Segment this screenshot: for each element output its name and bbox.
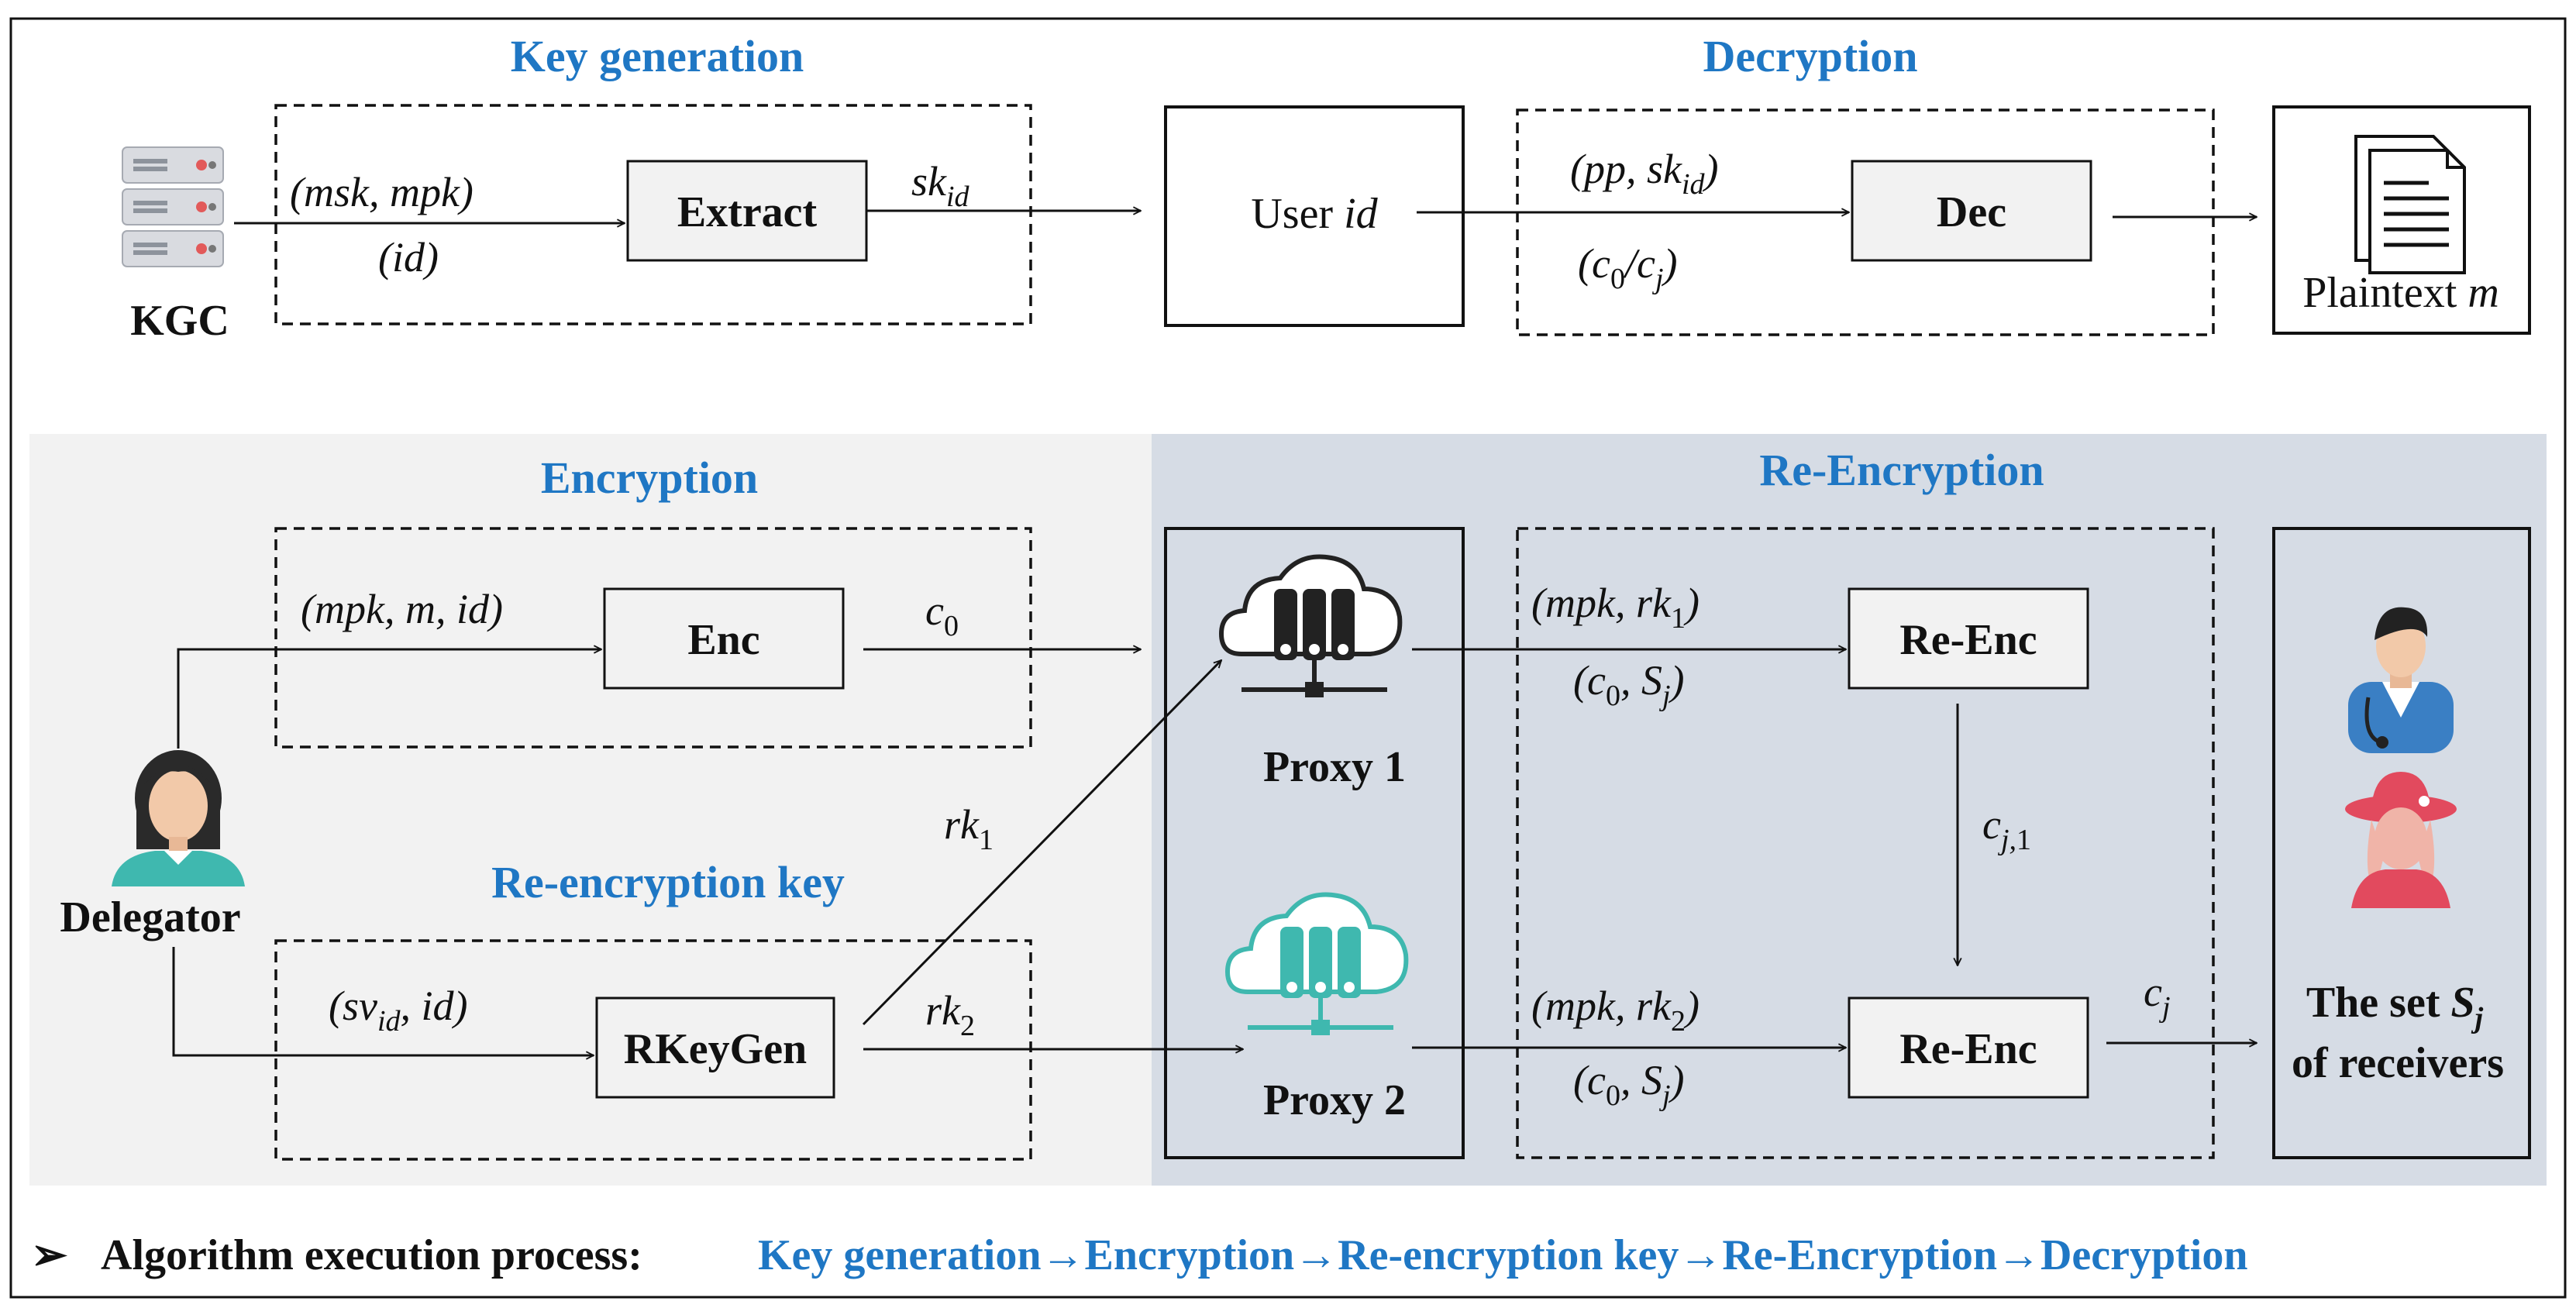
proxy-column-box bbox=[1164, 527, 1465, 1159]
section-title-encryption: Encryption bbox=[541, 453, 758, 503]
re-encryption-region bbox=[1516, 527, 2215, 1159]
footer-bullet: ➢ bbox=[31, 1231, 68, 1279]
delegator-label: Delegator bbox=[60, 893, 240, 941]
dec-box bbox=[1851, 160, 2092, 262]
receivers-label-line2: of receivers bbox=[2292, 1039, 2504, 1087]
footer-sequence: Key generation→Encryption→Re-encryption … bbox=[758, 1231, 2247, 1279]
cloud-server-icon bbox=[1218, 554, 1403, 697]
dec-label: Dec bbox=[1937, 188, 2006, 236]
key-generation-region bbox=[274, 104, 1032, 325]
doctor-icon bbox=[2348, 607, 2454, 753]
section-title-decryption: Decryption bbox=[1703, 31, 1917, 81]
rkeygen-box bbox=[595, 996, 835, 1099]
encryption-region bbox=[274, 527, 1032, 749]
receivers-box bbox=[2272, 527, 2531, 1159]
delegator-icon bbox=[112, 750, 245, 886]
arrow-delegator-to-enc bbox=[177, 649, 601, 749]
kgc-label: KGC bbox=[130, 297, 229, 345]
section-title-key-generation: Key generation bbox=[511, 31, 804, 81]
extract-label: Extract bbox=[677, 188, 818, 236]
label-mpk-m-id: (mpk, m, id) bbox=[301, 586, 503, 632]
proxy2-label: Proxy 2 bbox=[1263, 1076, 1406, 1124]
woman-with-hat-icon bbox=[2345, 772, 2457, 908]
user-label: User id bbox=[1251, 190, 1378, 238]
label-pp-sk-id: (pp, skid) bbox=[1570, 146, 1719, 201]
plaintext-label: Plaintext m bbox=[2302, 269, 2499, 317]
arrow-delegator-to-rkeygen bbox=[172, 947, 594, 1055]
rkeygen-label: RKeyGen bbox=[624, 1025, 807, 1073]
enc-label: Enc bbox=[687, 616, 759, 664]
re-enc-label-1: Re-Enc bbox=[1899, 616, 2037, 664]
server-icon bbox=[122, 146, 224, 267]
section-title-re-encryption: Re-Encryption bbox=[1759, 445, 2044, 495]
arrow-rkeygen-to-proxy1 bbox=[862, 660, 1221, 1026]
receivers-label-line1: The set Sj bbox=[2306, 979, 2484, 1034]
cloud-server-icon bbox=[1224, 892, 1409, 1035]
user-box bbox=[1164, 105, 1465, 327]
re-enc-label-2: Re-Enc bbox=[1899, 1025, 2037, 1073]
decryption-region bbox=[1516, 108, 2215, 336]
re-enc-box-2 bbox=[1848, 996, 2089, 1099]
section-title-re-encryption-key: Re-encryption key bbox=[491, 857, 845, 907]
extract-box bbox=[626, 160, 868, 262]
enc-box bbox=[603, 587, 845, 690]
label-msk-mpk: (msk, mpk) bbox=[290, 169, 474, 215]
label-c0-sj-2: (c0, Sj) bbox=[1573, 1057, 1685, 1112]
document-icon bbox=[2354, 135, 2466, 274]
re-enc-box-1 bbox=[1848, 587, 2089, 690]
proxy1-label: Proxy 1 bbox=[1263, 743, 1406, 791]
footer-label: Algorithm execution process: bbox=[101, 1231, 642, 1279]
label-id: (id) bbox=[378, 234, 439, 281]
